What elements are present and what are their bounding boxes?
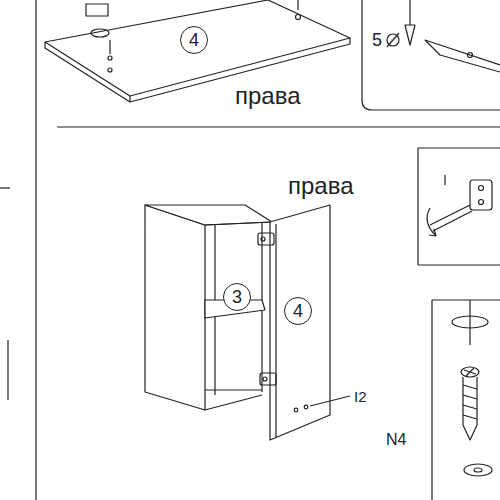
- fragment-line: [0, 187, 10, 188]
- part-label: права: [288, 174, 354, 198]
- callout-number: 4: [189, 31, 199, 49]
- divider-line: [57, 126, 500, 127]
- part-label: права: [235, 84, 301, 108]
- screw-detail: [432, 300, 500, 500]
- callout-circle: 3: [223, 283, 251, 311]
- callout-number: 3: [232, 288, 242, 306]
- callout-circle: 4: [284, 297, 312, 325]
- wall-cabinet: [145, 205, 350, 440]
- callout-circle: 4: [180, 26, 208, 54]
- part-label: N4: [386, 432, 406, 448]
- top-board: [45, 0, 350, 102]
- fragment-line: [7, 340, 8, 400]
- part-label: I2: [354, 389, 367, 404]
- hinge-detail: [418, 148, 500, 265]
- part-label: 5: [372, 31, 382, 49]
- divider-line: [35, 0, 36, 500]
- drill-panel: [362, 0, 500, 110]
- callout-number: 4: [293, 302, 303, 320]
